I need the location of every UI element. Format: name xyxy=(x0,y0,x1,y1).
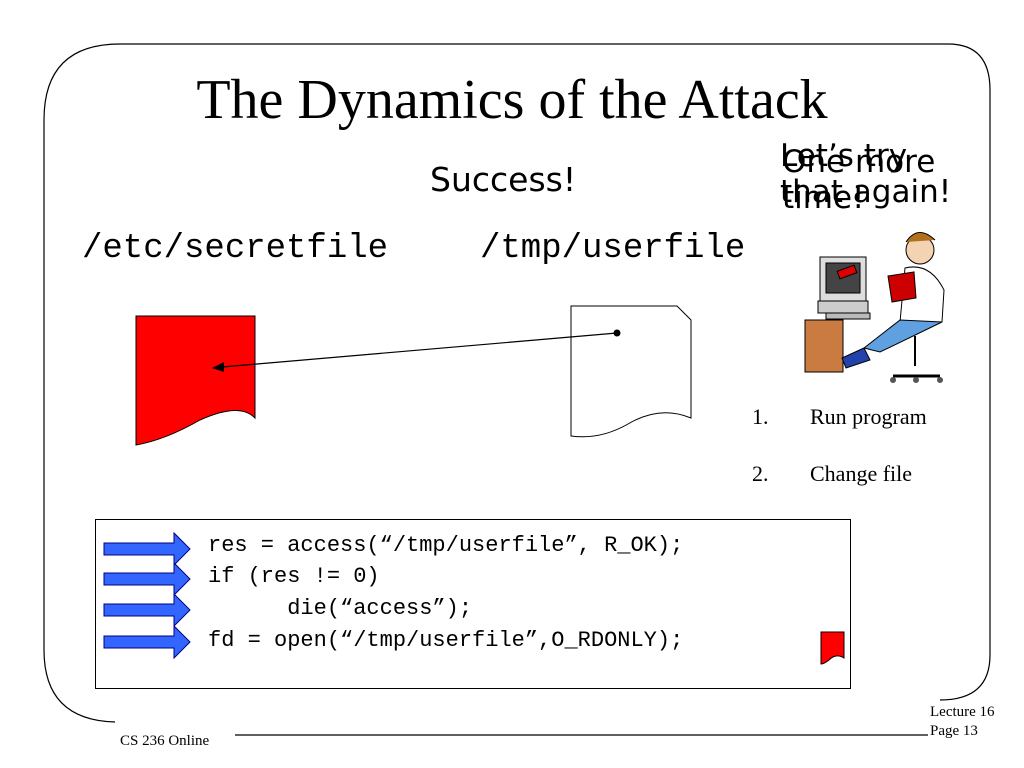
secret-file-path: /etc/secretfile xyxy=(82,230,389,268)
secret-file-icon xyxy=(135,315,256,446)
speech-bubble-a: Let’s try that again! xyxy=(780,138,951,210)
speech-bubble-a-line1: Let’s try xyxy=(780,138,908,174)
code-line: res = access(“/tmp/userfile”, R_OK); xyxy=(208,533,684,558)
step-number: 1. xyxy=(752,404,769,429)
footer-page-info: Lecture 16 Page 13 xyxy=(930,703,995,741)
exec-arrow-icon xyxy=(103,531,191,567)
exec-arrow-icon xyxy=(103,561,191,597)
user-file-path: /tmp/userfile xyxy=(480,230,746,268)
step-item: 2. Change file xyxy=(752,461,912,487)
execution-arrows xyxy=(103,531,845,665)
speech-bubble-b-line1: One more xyxy=(782,144,936,180)
speech-bubble-a-line2: that again! xyxy=(780,174,952,210)
person-at-computer-image xyxy=(804,232,945,383)
user-file-icon xyxy=(570,305,692,438)
step-label: Run program xyxy=(810,404,927,429)
symlink-arrow xyxy=(212,329,621,372)
footer-page: Page 13 xyxy=(930,723,978,739)
footer-lecture: Lecture 16 xyxy=(930,704,995,720)
step-number: 2. xyxy=(752,461,769,486)
page-title: The Dynamics of the Attack xyxy=(196,69,828,131)
footer-course: CS 236 Online xyxy=(120,733,210,749)
code-line: if (res != 0) xyxy=(208,564,380,589)
exec-arrow-icon xyxy=(103,624,191,660)
speech-bubble-b-line2: time! xyxy=(782,180,865,216)
code-line: die(“access”); xyxy=(208,596,473,621)
status-text: Success! xyxy=(430,160,577,199)
code-box: res = access(“/tmp/userfile”, R_OK); if … xyxy=(95,519,851,689)
speech-bubble-b: One more time! xyxy=(782,144,935,216)
exec-arrow-icon xyxy=(103,592,191,628)
step-label: Change file xyxy=(810,461,913,486)
code-line: fd = open(“/tmp/userfile”,O_RDONLY); xyxy=(208,628,684,653)
secret-file-mini-icon xyxy=(820,631,845,665)
step-item: 1. Run program xyxy=(752,404,927,430)
